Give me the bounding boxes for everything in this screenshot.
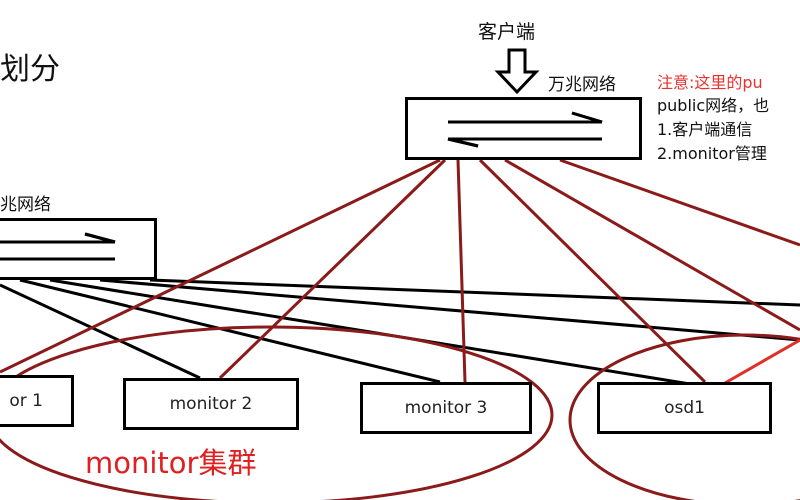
public-switch [405,97,642,160]
note-line: 1.客户端通信 [657,120,753,139]
cluster-link [0,283,201,380]
public-link [456,159,467,383]
arrow-down-icon [494,48,540,95]
public-network-label: 万兆网络 [548,75,616,95]
monitor-cluster-ellipse [0,325,554,500]
cluster-switch [0,218,157,280]
note-line: 2.monitor管理 [657,144,767,163]
osd-cluster-ellipse [568,333,800,500]
cluster-link [99,278,800,342]
public-link [559,158,800,247]
note-warning: 注意:这里的pu [657,73,763,92]
note-line: public网络，也 [657,96,770,115]
public-link [504,158,800,332]
node-monitor-1: or 1 [0,375,74,427]
node-label: or 1 [9,391,43,411]
node-osd1: osd1 [597,382,772,434]
monitor-cluster-label: monitor集群 [85,446,257,480]
cluster-network-label: 兆网络 [0,195,51,215]
page-title: 划分 [0,52,60,87]
public-link [218,158,447,380]
node-monitor-2: monitor 2 [123,378,299,430]
node-monitor-3: monitor 3 [360,382,532,434]
cluster-link [19,278,441,384]
osd-link [724,338,800,385]
node-label: monitor 2 [169,394,253,414]
node-label: osd1 [664,398,705,418]
node-label: monitor 3 [404,398,488,418]
client-label: 客户端 [478,21,536,43]
public-link [0,158,441,374]
cluster-link [149,278,800,307]
